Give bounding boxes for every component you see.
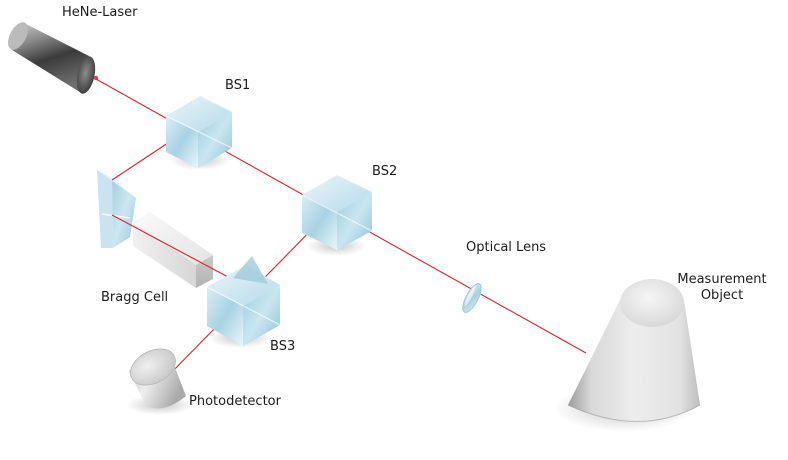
bs3-cube — [206, 256, 281, 346]
label-measurement-object-line2: Object — [700, 288, 744, 303]
prism — [97, 170, 136, 248]
measurement-object — [567, 279, 701, 422]
bragg-cell — [133, 212, 213, 288]
label-measurement-object-line1: Measurement — [677, 272, 767, 287]
label-photodetector: Photodetector — [189, 394, 281, 409]
label-bs2: BS2 — [372, 164, 398, 179]
photodetector — [129, 348, 186, 409]
label-optical-lens: Optical Lens — [466, 240, 547, 255]
hene-laser — [8, 22, 99, 94]
label-bragg-cell: Bragg Cell — [101, 290, 169, 305]
label-bs3: BS3 — [270, 339, 296, 354]
bs1-cube — [165, 96, 233, 168]
label-bs1: BS1 — [225, 78, 251, 93]
bs2-cube — [301, 175, 373, 250]
optical-lens — [462, 283, 482, 313]
label-hene-laser: HeNe-Laser — [62, 5, 138, 20]
label-measurement-object: Measurement Object — [676, 272, 768, 304]
